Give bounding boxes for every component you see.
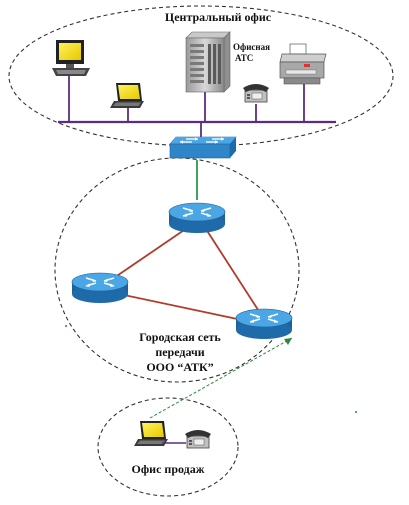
switch-icon bbox=[169, 136, 237, 159]
city-network-boundary bbox=[54, 157, 300, 383]
sales-uplink bbox=[149, 337, 293, 419]
city-network-label-line1: Городская сеть bbox=[139, 330, 221, 344]
router-icon bbox=[235, 308, 293, 340]
pbx-label-line2: АТС bbox=[235, 53, 253, 63]
laptop-icon bbox=[110, 83, 144, 108]
pbx-label-line1: Офисная bbox=[233, 42, 270, 52]
central-office-label: Центральный офис bbox=[165, 10, 272, 24]
central-office-boundary bbox=[8, 5, 394, 147]
sales-office-boundary bbox=[97, 397, 239, 497]
telephone-icon bbox=[242, 83, 270, 103]
stray-dot bbox=[65, 325, 67, 327]
city-network-label-line2: передачи bbox=[155, 345, 204, 359]
router-icon bbox=[168, 202, 226, 234]
telephone-icon bbox=[184, 429, 212, 449]
fax-printer-icon bbox=[279, 43, 327, 85]
sales-office-label: Офис продаж bbox=[132, 462, 205, 476]
pbx-server-icon bbox=[185, 31, 231, 93]
laptop-icon bbox=[134, 421, 168, 446]
link-left-right bbox=[123, 294, 243, 321]
link-top-right bbox=[203, 225, 263, 317]
sales-uplink-arrow bbox=[284, 338, 292, 345]
router-icon bbox=[71, 272, 129, 304]
city-network-label-line3: ООО “АТК” bbox=[146, 360, 213, 374]
stray-dot bbox=[355, 411, 357, 413]
desktop-computer-icon bbox=[52, 40, 90, 76]
link-top-left bbox=[107, 225, 191, 283]
